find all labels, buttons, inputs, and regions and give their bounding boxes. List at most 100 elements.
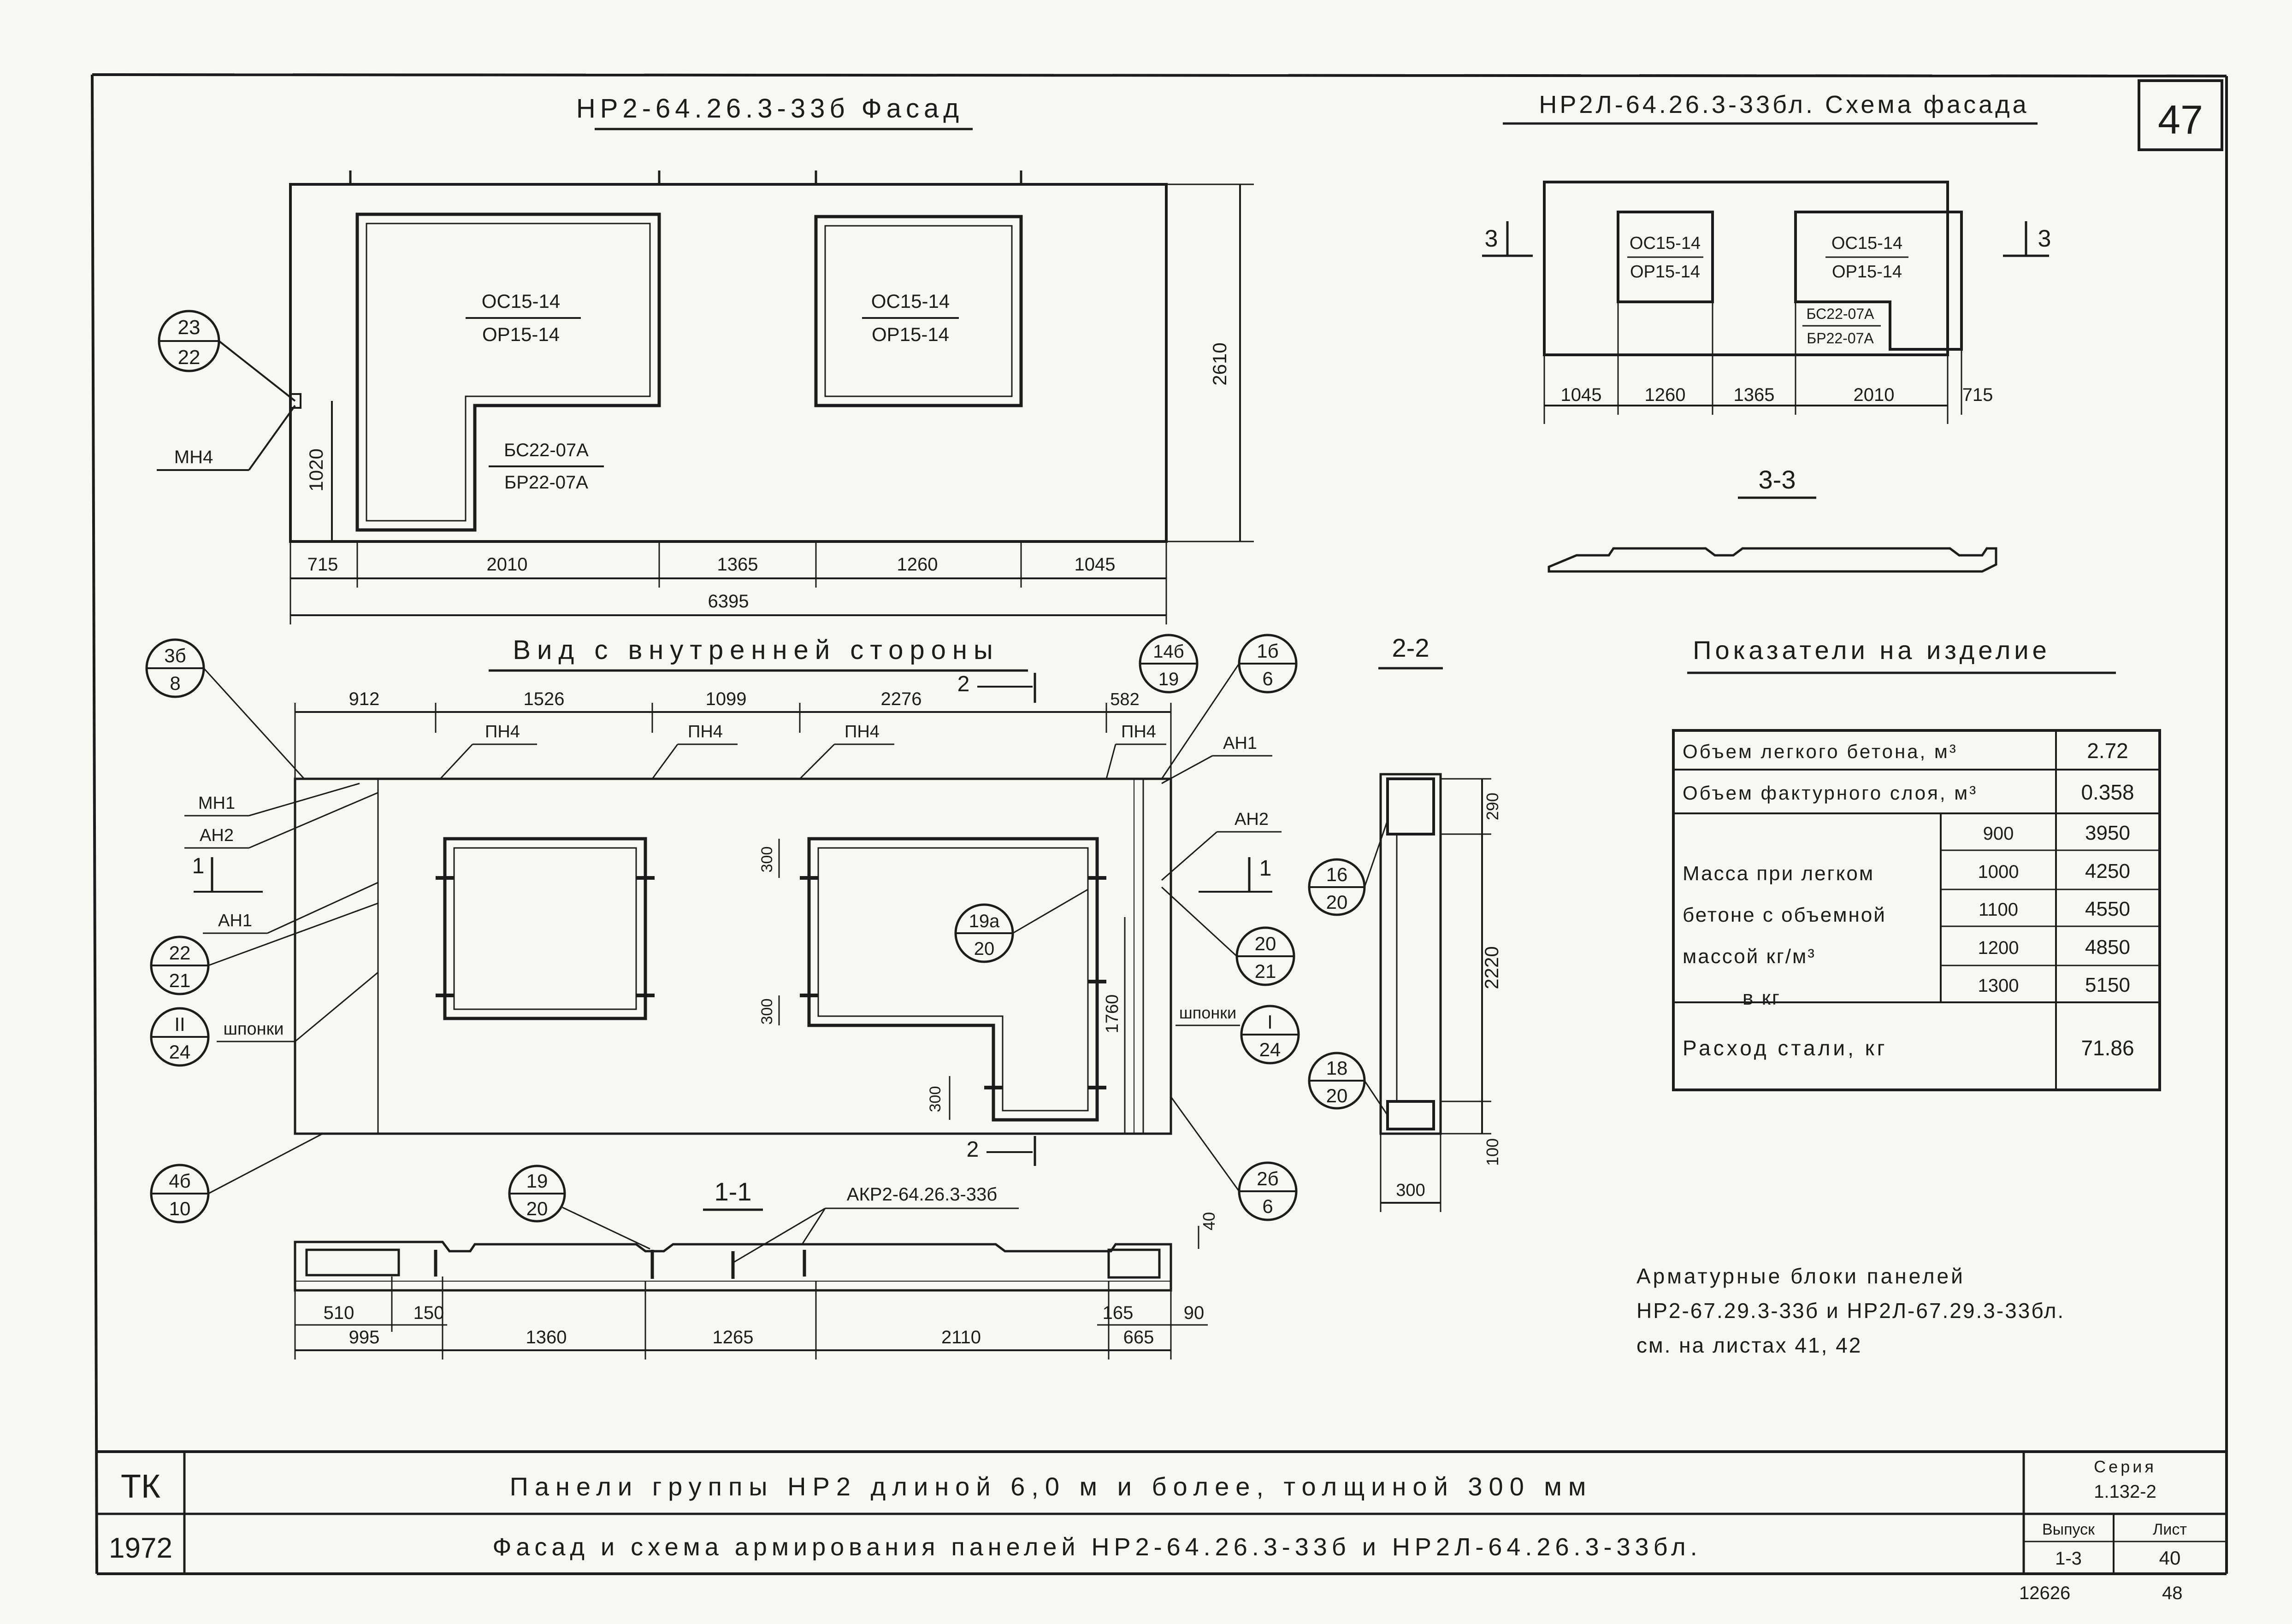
indicators-mass-value: 4850 [2085,936,2130,959]
inner-dim: 2276 [881,689,922,709]
callout-c10-top: 2б [1257,1168,1278,1189]
scheme-window-right-top: ОС15-14 [1831,234,1902,253]
facade-dim: 2010 [487,554,528,575]
pn4-label: ПН4 [1121,722,1156,741]
dim-1760: 1760 [1103,994,1122,1034]
callout-c6: 1б 6 [1161,634,1298,779]
mn4-leader [248,405,296,471]
an2-right-label: АН2 [1235,810,1269,829]
scheme-window-left [1617,211,1714,303]
section22-dim-290: 290 [1483,793,1502,820]
callout-c6-top: 1б [1257,640,1278,662]
an1-right-label: АН1 [1223,734,1257,753]
archive-page: 48 [2162,1583,2183,1603]
shponki-left-label: шпонки [223,1019,284,1039]
facade-dim: 1045 [1075,554,1116,575]
indicators-row2-value: 0.358 [2081,780,2134,804]
section22-dim-100: 100 [1483,1138,1502,1166]
scheme-cut-left: 3 [1485,225,1498,252]
section22-callout-a: 16 20 [1308,820,1388,916]
org-name: ТК [121,1468,160,1505]
indicators-mass-value: 3950 [2085,822,2130,844]
scheme-view: НР2Л-64.26.3-33бл. Схема фасада ОС15-14 … [1482,91,2051,573]
indicators-title: Показатели на изделие [1693,635,2050,665]
section22-body [1379,773,1442,1135]
scheme-dim: 2010 [1854,385,1895,405]
callout-c7: 19а 20 [954,888,1088,963]
callout-c6-bottom: 6 [1262,668,1273,689]
scheme-cut-right: 3 [2038,225,2051,252]
inner-view-title: Вид с внутренней стороны [513,635,999,665]
scheme-door-top: БС22-07А [1807,306,1875,322]
scheme-dim: 1260 [1645,385,1686,405]
indicators-row1-value: 2.72 [2087,739,2128,763]
callout-c9-top: I [1267,1011,1273,1033]
indicators-density: 1000 [1978,862,2019,882]
scheme-window-left-top: ОС15-14 [1630,234,1701,253]
pn4-label: ПН4 [688,722,723,741]
dim-300-b: 300 [758,999,776,1025]
section22-callout-b: 18 20 [1308,1052,1388,1116]
section11-dim-bottom: 1360 [526,1327,567,1347]
callout-c2: 22 21 [150,902,378,995]
indicators-steel-label: Расход стали, кг [1683,1036,1888,1060]
scheme-door-bottom: БР22-07А [1807,330,1874,347]
callout-c9-bottom: 24 [1259,1039,1281,1060]
indicators-mass-label: Масса при легком [1683,862,1874,885]
callout-c1-bottom: 8 [170,672,180,694]
facade-window-with-door [355,212,661,532]
an1-left-leader [267,882,378,934]
facade-door-bottom: БР22-07А [504,472,588,493]
section11-rebar-block-right [1107,1248,1161,1279]
anchor-studs [436,876,1106,1089]
section22-dim-300: 300 [1396,1181,1425,1200]
facade-window1-top: ОС15-14 [482,290,560,312]
facade-dim: 1260 [897,554,938,575]
inner-view: Вид с внутренней стороны 912 1526 1099 2… [145,634,1300,1224]
section11-profile [294,1241,1172,1292]
indicators-row1-label: Объем легкого бетона, м³ [1683,741,1958,762]
section11-akr-leader [801,1208,826,1245]
facade-door-top: БС22-07А [504,440,589,460]
section11-dim-top: 165 [1103,1303,1134,1323]
indicators-mass-value: 4250 [2085,860,2130,883]
indicators-density: 1100 [1979,900,2018,920]
facade-dim-total: 6395 [708,591,749,612]
year: 1972 [109,1532,172,1564]
mn4-embed [289,393,301,409]
callout-c9: I 24 [1240,1005,1300,1065]
callout-c4-leader [208,1133,323,1194]
dim-2610: 2610 [1209,342,1230,385]
issue-value: 1-3 [2055,1548,2082,1569]
section11-dim-40: 40 [1199,1212,1218,1230]
reinforcement-note: Арматурные блоки панелей НР2-67.29.3-33б… [1636,1264,2063,1357]
note-line: Арматурные блоки панелей [1636,1264,1965,1288]
section11-dim-top: 510 [324,1303,354,1323]
section11-dim-bottom: 1265 [713,1327,754,1347]
scheme-window-left-bottom: ОР15-14 [1630,262,1700,282]
scheme-dim: 715 [1962,385,1993,405]
section11-callout-bottom: 20 [526,1198,548,1219]
section22-callout-b-top: 18 [1326,1057,1348,1079]
callout-c8: 20 21 [1161,886,1295,986]
indicators-table: Показатели на изделие Объем легкого бето… [1672,635,2161,1091]
inner-window-2-inner [817,847,1089,1112]
callout-c6-leader [1161,663,1240,779]
inner-dim: 1526 [524,689,565,709]
an1-right-leader [1161,755,1213,784]
pn4-leader [1105,744,1116,779]
pn4-label: ПН4 [485,722,520,741]
callout-c4-top: 4б [169,1170,190,1192]
dim-300-c: 300 [927,1086,944,1112]
callout-c5-bottom: 19 [1158,669,1179,689]
sheet-frame [91,73,2228,1575]
inner-window-1-inner [453,847,637,1010]
callout-c8-bottom: 21 [1255,960,1276,982]
series-value: 1.132-2 [2094,1482,2156,1502]
section22-callout-b-leader [1364,1080,1388,1116]
series-label: Серия [2094,1457,2156,1476]
callout-c4-bottom: 10 [169,1198,191,1219]
pn4-leader [799,743,835,780]
